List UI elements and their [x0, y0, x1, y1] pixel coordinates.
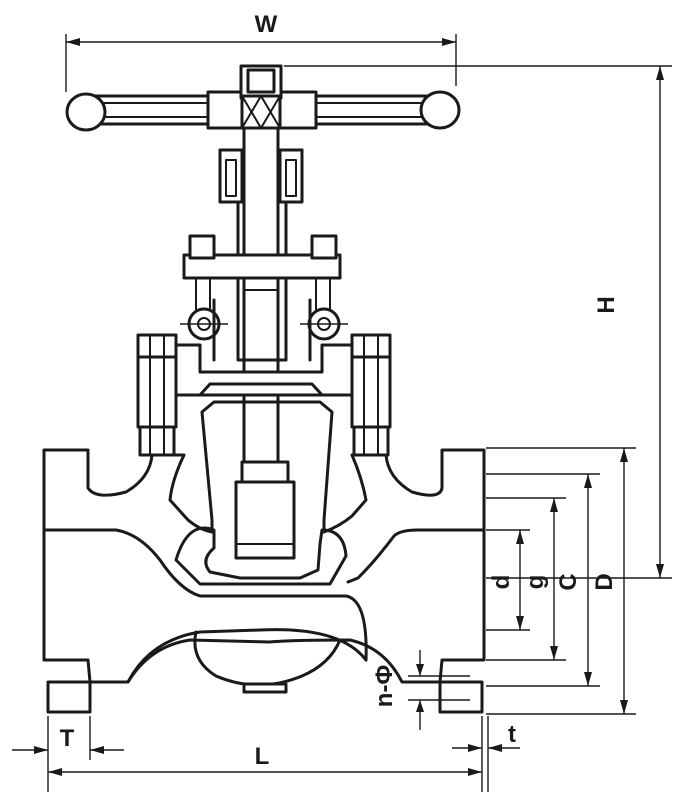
bonnet	[136, 333, 392, 457]
label-W: W	[255, 11, 278, 38]
dimension-labels: W H D C g d n-Φ T t L	[60, 11, 620, 770]
handwheel	[65, 64, 461, 132]
label-g: g	[522, 575, 549, 590]
yoke-and-stem	[180, 126, 348, 464]
valve-body	[42, 400, 486, 714]
label-t: t	[508, 721, 516, 748]
label-T: T	[60, 725, 75, 752]
dimension-lines	[12, 34, 672, 792]
label-C: C	[555, 573, 582, 590]
label-L: L	[255, 743, 270, 770]
label-H: H	[593, 296, 620, 313]
label-n-phi: n-Φ	[371, 665, 398, 707]
label-d: d	[488, 575, 515, 590]
label-D: D	[591, 573, 618, 590]
